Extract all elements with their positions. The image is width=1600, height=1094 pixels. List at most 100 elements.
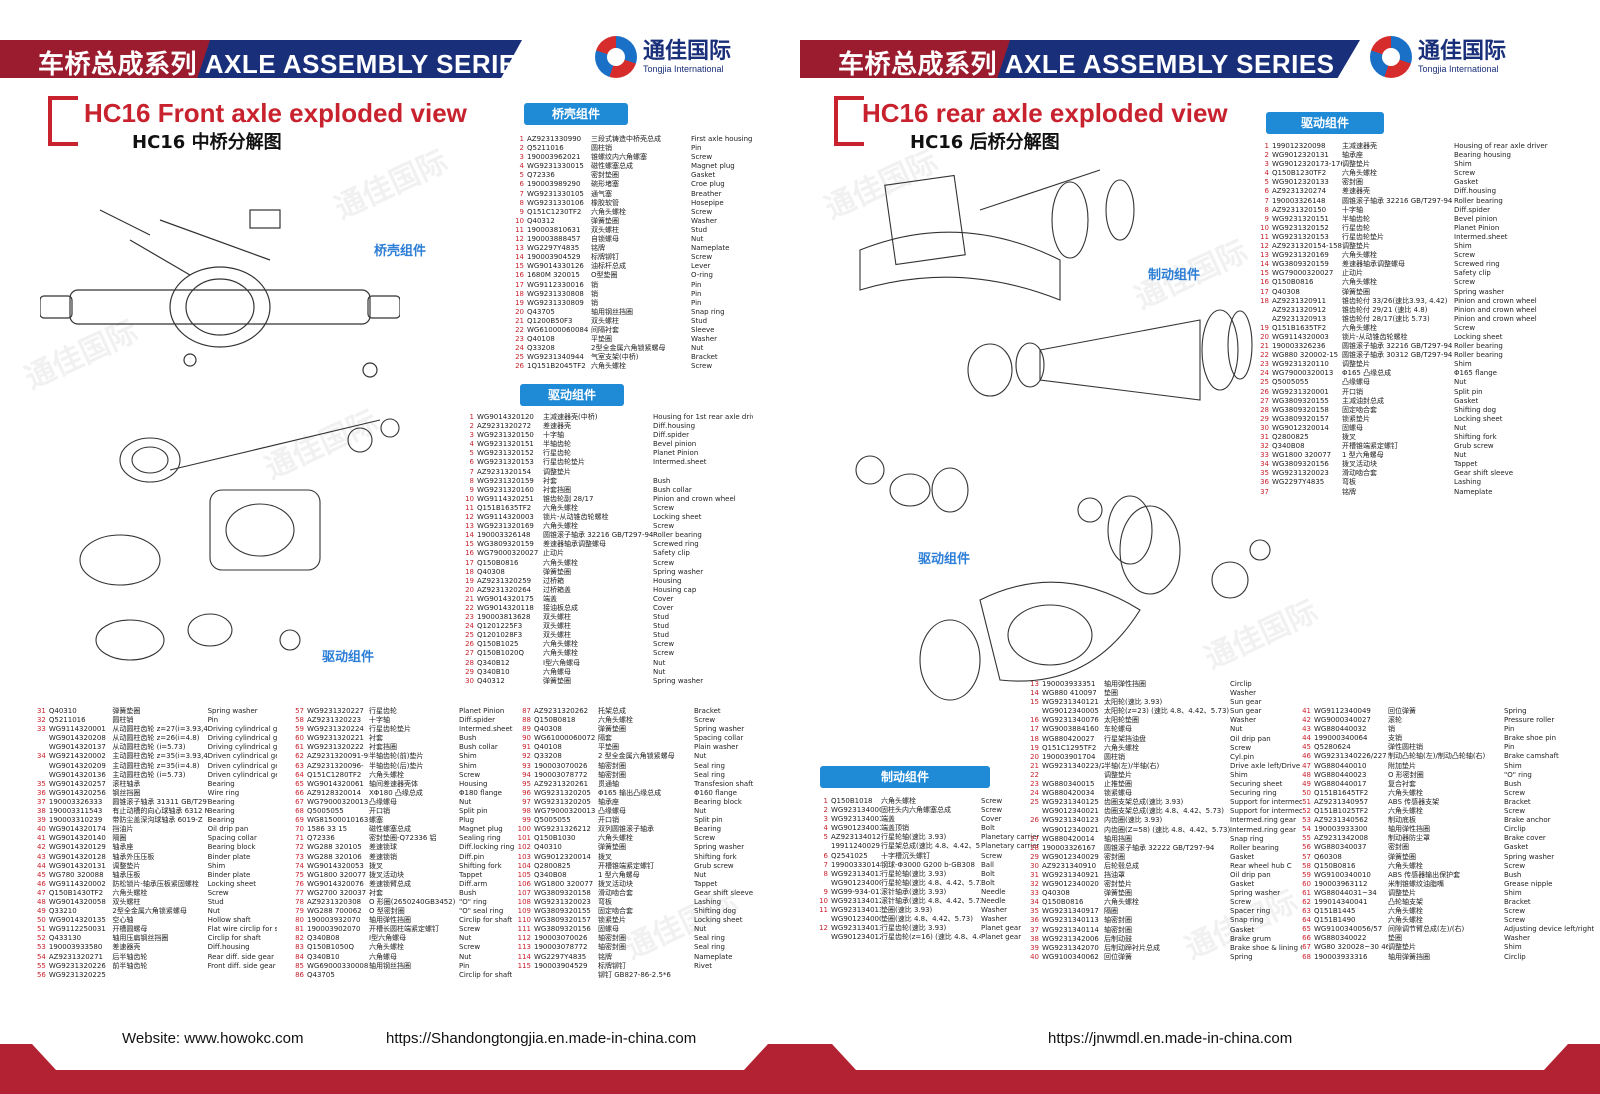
part-code: WG9231320205 xyxy=(534,797,591,806)
part-number: 26 xyxy=(1260,387,1269,396)
part-code: AZ9231320264 xyxy=(477,585,532,594)
part-number: 43 xyxy=(36,852,46,861)
part-code: WG9100340056/57 xyxy=(1314,925,1383,934)
part-name-en: Bracket xyxy=(691,353,718,362)
part-name-en: Circlip xyxy=(1230,680,1252,688)
part-name-en: Wire ring xyxy=(207,788,240,797)
part-name-cn: 开槽锥端紧定螺钉 xyxy=(1342,442,1398,451)
part-number: 33 xyxy=(36,725,46,734)
footer-site-link[interactable]: https://Shandongtongjia.en.made-in-china… xyxy=(386,1030,697,1047)
page-subtitle: HC16 中桥分解图 xyxy=(132,132,282,153)
part-number: 13 xyxy=(465,522,474,531)
part-code: Q5280624 xyxy=(1314,743,1351,752)
part-code: WG1800 320077 xyxy=(534,879,594,888)
part-name-en: Pin xyxy=(691,298,702,307)
part-code: WG9012340007 xyxy=(831,915,881,924)
part-number: 12 xyxy=(819,924,828,933)
part-number: 15 xyxy=(1030,698,1039,707)
part-name-en: Bush xyxy=(1504,870,1522,879)
part-name-en: Bolt xyxy=(981,869,995,878)
part-code: WG880440032 xyxy=(1314,725,1367,734)
part-name-cn: 止动片 xyxy=(543,549,564,558)
part-number: 37 xyxy=(1030,925,1039,934)
part-name-en: Screw xyxy=(653,503,675,512)
part-code: AZ9231342008 xyxy=(1314,834,1369,843)
part-number xyxy=(1025,807,1039,816)
part-name-cn: 双头螺柱 xyxy=(591,225,619,234)
part-number: 31 xyxy=(36,707,46,715)
part-name-en: Screw xyxy=(691,207,713,216)
part-number: 37 xyxy=(36,797,46,806)
part-name-cn: 从动圆柱齿轮 z=26(i=4.8) xyxy=(112,734,200,743)
footer-website[interactable]: Website: www.howokc.com xyxy=(122,1030,304,1047)
part-number: 27 xyxy=(1030,834,1039,843)
part-name-cn: 锁紧螺母 xyxy=(1104,789,1132,798)
part-name-cn: 拨叉 xyxy=(1342,433,1356,441)
part-number: 25 xyxy=(1260,378,1269,387)
part-number xyxy=(1025,707,1039,716)
part-name-cn: 半轴齿轮(前)垫片 xyxy=(369,752,424,761)
part-number: 62 xyxy=(1302,897,1311,906)
part-code: Q5005055 xyxy=(307,807,344,816)
part-name-cn: 轴用挡圈 xyxy=(1104,834,1132,843)
footer-site-link[interactable]: https://jnwmdl.en.made-in-china.com xyxy=(1048,1030,1293,1047)
part-number: 13 xyxy=(1260,251,1269,260)
part-code: WG880440010 xyxy=(1314,761,1367,770)
part-code: AZ9231320274 xyxy=(1272,187,1327,196)
part-code: Q40308 xyxy=(477,567,505,576)
part-number: 21 xyxy=(515,316,524,325)
part-name-en: Bearing xyxy=(207,779,235,788)
part-code: Q2800825 xyxy=(1272,433,1309,441)
part-name-en: Diff.housing xyxy=(653,422,696,431)
parts-row: 3WG9231340011端盖Cover xyxy=(814,815,1039,824)
part-name-cn: Ⅰ型六角螺母 xyxy=(543,658,581,667)
part-name-en: Snap ring xyxy=(691,307,725,316)
part-code: WG9231320153 xyxy=(477,458,534,467)
part-name-cn: 凸轮轴支架 xyxy=(1388,897,1423,906)
part-number: 29 xyxy=(1030,852,1039,861)
logo-icon xyxy=(595,36,637,78)
part-number: 115 xyxy=(517,961,531,970)
part-code: Q40310 xyxy=(48,707,77,715)
part-code: Q151B1635TF2 xyxy=(1272,323,1327,332)
part-name-en: Lashing xyxy=(694,897,722,906)
header-banner-text: 车桥总成系列 AXLE ASSEMBLY SERIES xyxy=(838,49,1335,79)
part-code: 1Q151B2045TF2 xyxy=(527,362,586,371)
part-name-en: Tappet xyxy=(459,870,483,879)
part-name-cn: 太阳轮(速比 3.93) xyxy=(1104,698,1163,707)
part-name-en: Locking sheet xyxy=(207,879,257,888)
part-code: WG880340022 xyxy=(1314,934,1367,943)
part-number: 1 xyxy=(519,135,524,143)
part-name-en: Screw xyxy=(981,851,1003,860)
part-name-cn: 差速锁球 xyxy=(369,843,397,852)
part-number: 2 xyxy=(469,422,474,431)
part-number: 46 xyxy=(36,879,46,888)
part-name-en: Seal ring xyxy=(694,770,725,779)
part-number: 40 xyxy=(1030,952,1039,961)
